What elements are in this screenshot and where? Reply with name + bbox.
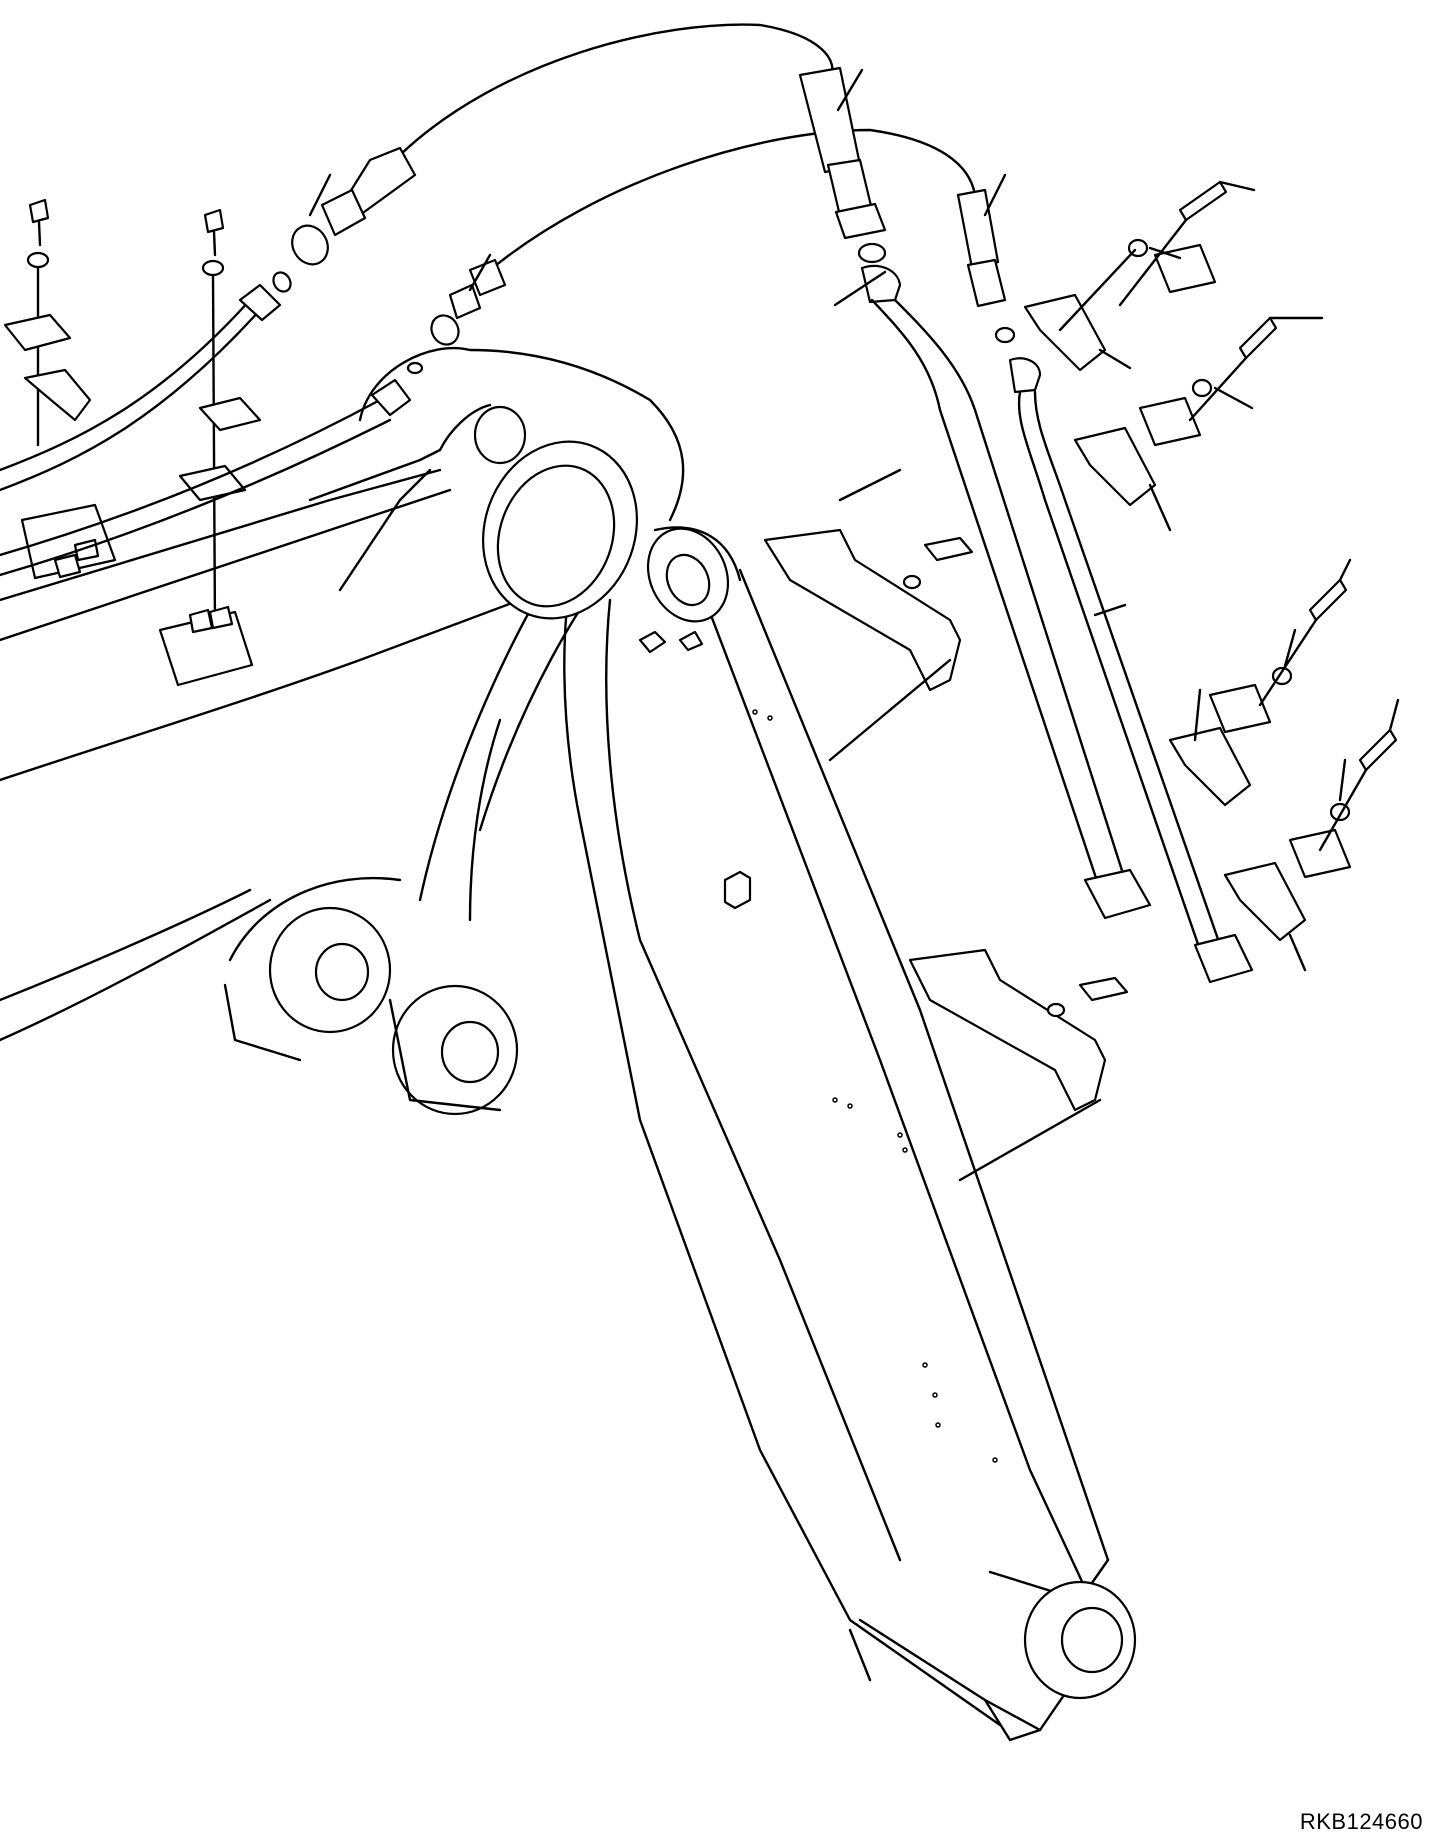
boom-top-pin [358, 346, 742, 654]
clamp-bolt-1 [28, 198, 50, 224]
clamp-cap-1 [1153, 243, 1217, 294]
upper-bracket-bolt [923, 536, 974, 562]
clamp-half-1 [23, 368, 92, 422]
tube-1-fitting [860, 264, 902, 304]
arm-cylinder-bracket-hole [665, 553, 711, 607]
left-hoses [0, 283, 442, 592]
clamp-cap-4 [1288, 828, 1352, 879]
clamp-bolt-r4 [1358, 728, 1398, 772]
clamp-strap-1 [1023, 293, 1107, 372]
clamp-plate-1 [3, 313, 72, 352]
lower-bracket-washer [1046, 1002, 1066, 1018]
clamp-bolt-r3 [1308, 578, 1348, 622]
hose-a-fitting [320, 188, 367, 237]
right-clamp-hardware [1023, 180, 1400, 972]
tube-2-end-nut [1193, 933, 1254, 984]
hose-a-oring [272, 271, 292, 293]
hose-b-nut [430, 314, 460, 346]
tube-2-fitting [1008, 357, 1042, 394]
clamp-strap-2 [1073, 426, 1157, 507]
left-hose-clamps [3, 198, 262, 687]
hose-a-tube-nut [834, 202, 887, 240]
clamp-block-1 [20, 503, 117, 580]
tube-1-end-nut [1083, 868, 1152, 920]
boom-cylinder-hole [473, 405, 527, 465]
clamp-washer-1 [26, 251, 50, 269]
clamp-bolt-2 [203, 208, 225, 234]
hose-b-tube-oring [994, 326, 1016, 344]
clamp-strap-3 [1168, 726, 1252, 807]
clamp-plate-2 [198, 396, 262, 432]
hose-a-tube-oring [857, 242, 887, 264]
hose-b-end [468, 258, 507, 297]
clamp-cap-2 [1138, 396, 1202, 447]
lower-tube-bracket [908, 948, 1107, 1112]
clamp-washer-2 [201, 259, 225, 277]
rigid-tubes [833, 264, 1254, 984]
upper-tube-bracket [763, 528, 962, 692]
drawing-reference-code: RKB124660 [1299, 1809, 1423, 1834]
upper-bracket-washer [902, 574, 922, 590]
hose-a-nut [291, 224, 329, 266]
tube-clamp-brackets [763, 468, 1129, 1182]
clamp-bolt-r1 [1178, 180, 1228, 222]
left-hose-2-oring [406, 361, 424, 375]
hose-b-tube-fitting [966, 258, 1007, 308]
clamp-bolt-r2 [1238, 316, 1278, 360]
boom-structure [0, 468, 632, 1116]
left-hose-1-fitting [238, 283, 282, 322]
arm-tip-pin-hole [1060, 1606, 1124, 1674]
hose-a-tube-end [798, 66, 862, 174]
arm-center-boss [723, 870, 752, 910]
hose-b-fitting [448, 283, 482, 320]
boom-lower-hole-left [314, 942, 370, 1002]
boom-lower-hole-right [440, 1020, 500, 1084]
clamp-cap-3 [1208, 683, 1272, 734]
boom-top-pin [496, 464, 616, 608]
clamp-washer-r2 [1191, 378, 1213, 398]
clamp-strap-4 [1223, 861, 1307, 942]
upper-hoses [272, 23, 1016, 346]
clamp-half-2 [178, 464, 247, 502]
arm-mount-holes [752, 709, 998, 1463]
left-hose-2-fitting [370, 378, 412, 417]
lower-bracket-bolt [1078, 976, 1129, 1002]
